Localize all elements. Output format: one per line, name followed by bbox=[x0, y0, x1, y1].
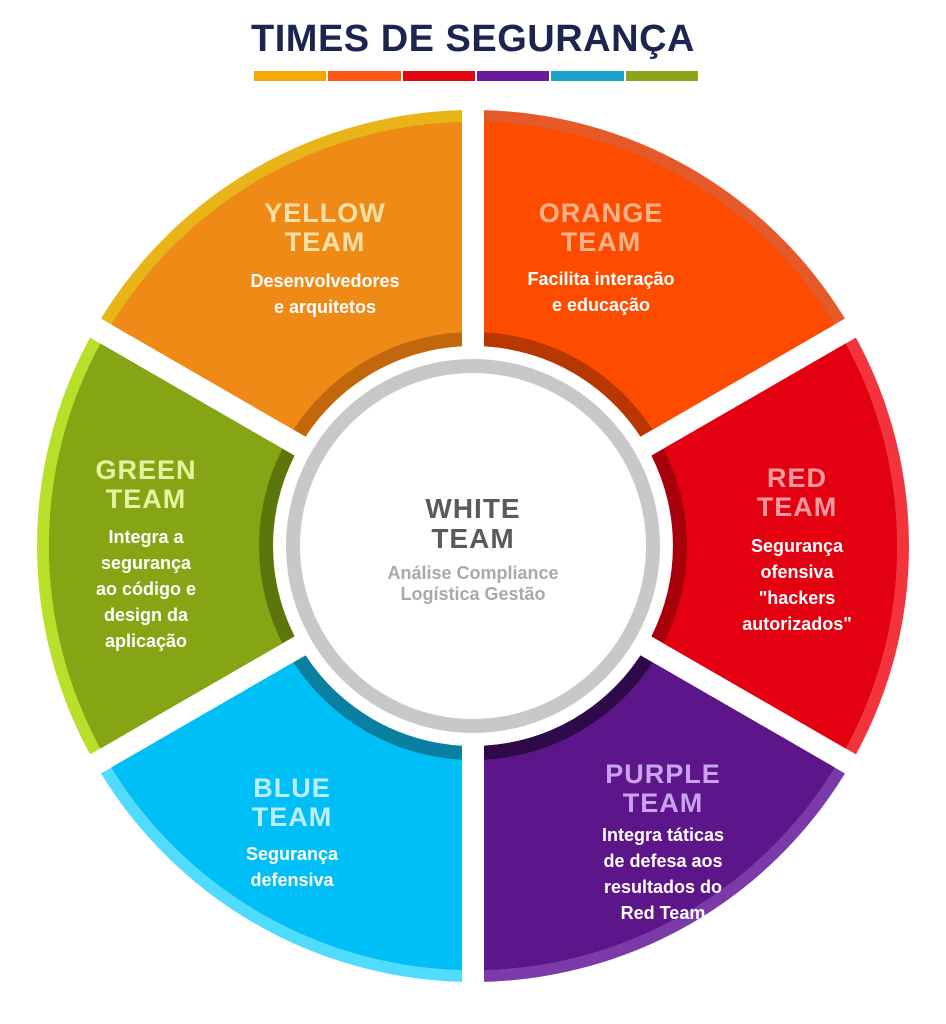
white-team-ring bbox=[286, 359, 660, 733]
stripe-segment bbox=[476, 71, 550, 81]
segment-body bbox=[484, 662, 835, 970]
title-color-stripe bbox=[254, 71, 698, 81]
diagram-title: TIMES DE SEGURANÇA bbox=[251, 18, 695, 60]
segment-body bbox=[663, 343, 897, 749]
segment-body bbox=[111, 122, 462, 430]
stripe-segment bbox=[551, 71, 624, 81]
stripe-segment bbox=[254, 71, 327, 81]
stripe-segment bbox=[328, 71, 401, 81]
segment-body bbox=[484, 122, 835, 430]
stripe-segment bbox=[625, 71, 698, 81]
segment-body bbox=[111, 662, 462, 970]
stripe-segment bbox=[402, 71, 475, 81]
segment-body bbox=[48, 343, 283, 749]
